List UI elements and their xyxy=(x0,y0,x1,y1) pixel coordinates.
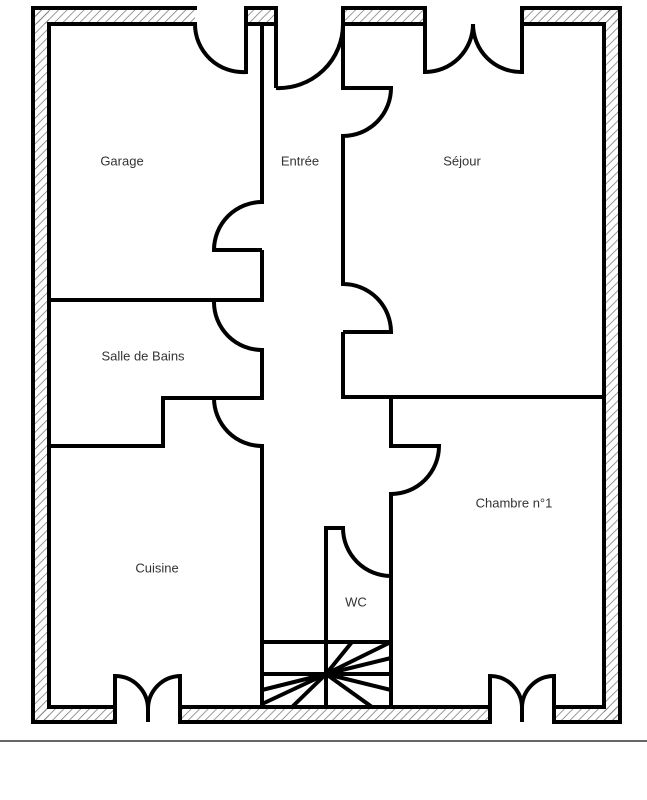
doors xyxy=(113,23,556,722)
kitchen-french-door-icon xyxy=(113,673,182,722)
interior-walls xyxy=(47,22,606,709)
garage-door-icon xyxy=(192,23,247,75)
sejour-french-door-icon xyxy=(423,23,524,75)
exterior-walls xyxy=(31,6,622,724)
garage-entree-door-icon xyxy=(211,200,263,252)
room-label-chambre-1: Chambre n°1 xyxy=(475,495,553,511)
room-label-sejour: Séjour xyxy=(443,153,481,169)
entree-sejour-door-icon xyxy=(342,86,394,138)
room-label-wc: WC xyxy=(345,594,367,610)
bedroom-door-icon xyxy=(390,444,442,496)
room-label-cuisine: Cuisine xyxy=(135,560,179,576)
bedroom-french-door-icon xyxy=(488,673,556,722)
entrance-door-icon xyxy=(274,23,346,91)
bathroom-door-icon xyxy=(212,301,263,352)
sejour-lower-door-icon xyxy=(342,282,394,334)
kitchen-door-icon xyxy=(212,397,263,448)
wc-door-icon xyxy=(341,527,392,578)
room-label-entree: Entrée xyxy=(280,153,320,169)
staircase-icon xyxy=(261,640,392,709)
room-label-salle-de-bains: Salle de Bains xyxy=(101,348,185,364)
room-label-garage: Garage xyxy=(100,153,144,169)
